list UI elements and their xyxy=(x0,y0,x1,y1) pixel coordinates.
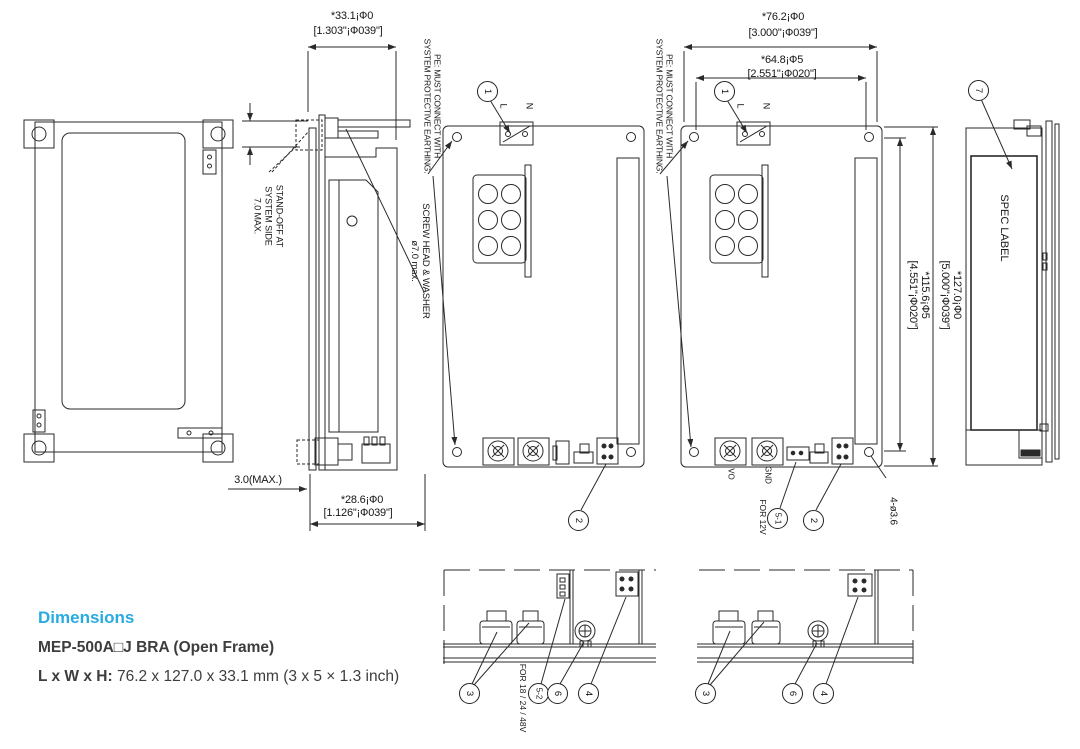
callout-6-detail1: 6 xyxy=(547,683,568,704)
dim-28-in: [1.126"¡Ф039"] xyxy=(323,507,393,519)
callout-2-front1: 2 xyxy=(568,510,589,531)
dim-holes-115 xyxy=(884,137,906,452)
screw-note-line1: SCREW HEAD & WASHER xyxy=(420,203,431,319)
callout-5-1: 5-1 xyxy=(767,508,788,529)
callout-5-2: 5-2 xyxy=(528,683,549,704)
detail-view-2 xyxy=(697,569,914,686)
terminal-l-label-2: L xyxy=(735,103,746,109)
dim-width-76 xyxy=(683,44,878,122)
dim-115-in: [4.551"¡Ф020"] xyxy=(907,260,919,330)
dim-76-mm: *76.2¡Ф0 xyxy=(761,11,805,23)
pe-note-1: PE: MUST CONNECT WITH SYSTEM PROTECTIVE … xyxy=(423,38,443,174)
pe-note-1-line1: PE: MUST CONNECT WITH xyxy=(432,53,443,159)
dim-standoff-7 xyxy=(242,103,310,173)
view-front-1 xyxy=(442,121,645,468)
terminal-l-label-1: L xyxy=(498,103,509,109)
dim-76-in: [3.000"¡Ф039"] xyxy=(748,27,818,39)
callout-3-detail2: 3 xyxy=(695,683,716,704)
dim-33-mm: *33.1¡Ф0 xyxy=(330,10,374,22)
view-front-2 xyxy=(680,121,883,468)
terminal-n-label-1: N xyxy=(524,102,535,110)
screw-note-line2: ø7.0 max. xyxy=(409,240,420,282)
dim-height-127 xyxy=(884,126,938,467)
lwh-label: L x W x H: xyxy=(38,668,113,685)
lwh-line: L x W x H: 76.2 x 127.0 x 33.1 mm (3 x 5… xyxy=(38,668,399,686)
for-18-24-48v-label: FOR 18 / 24 / 48V xyxy=(518,663,528,733)
view-bottom xyxy=(23,119,234,463)
detail-view-1 xyxy=(443,569,656,686)
callout-1-front2: 1 xyxy=(714,81,735,102)
lwh-value: 76.2 x 127.0 x 33.1 mm (3 x 5 × 1.3 inch… xyxy=(116,668,400,685)
callout-2-front2: 2 xyxy=(803,510,824,531)
dim-64-in: [2.551"¡Ф020"] xyxy=(747,68,817,80)
pe-note-2-line1: PE: MUST CONNECT WITH xyxy=(664,53,675,159)
terminal-gnd-label: GND xyxy=(763,466,773,484)
model-name: MEP-500A□J BRA (Open Frame) xyxy=(38,639,275,656)
dim-115-label: *115.6¡Ф5 [4.551"¡Ф020"] xyxy=(907,260,931,329)
callout-7: 7 xyxy=(968,80,989,101)
leader-screw-note xyxy=(345,128,425,293)
pe-note-2: PE: MUST CONNECT WITH SYSTEM PROTECTIVE … xyxy=(655,38,675,174)
dim-127-label: *127.0¡Ф0 [5.000"¡Ф039"] xyxy=(939,260,963,329)
view-side xyxy=(295,114,411,471)
callout-4-detail1: 4 xyxy=(578,683,599,704)
pe-note-1-line2: SYSTEM PROTECTIVE EARTHING. xyxy=(423,38,433,174)
standoff-note-line2: SYSTEM SIDE xyxy=(263,186,274,246)
dim-64-mm: *64.8¡Ф5 xyxy=(760,54,804,66)
dim-33-in: [1.303"¡Ф039"] xyxy=(313,25,383,37)
standoff-note-line3: 7.0 MAX. xyxy=(252,197,263,235)
dim-holes-64 xyxy=(695,75,867,130)
spec-label: SPEC LABEL xyxy=(998,194,1010,262)
standoff-note: STAND-OFF AT SYSTEM SIDE 7.0 MAX. xyxy=(252,185,285,247)
callout-3-detail1: 3 xyxy=(459,683,480,704)
terminal-vo-label: VO xyxy=(726,468,736,480)
dim-127-in: [5.000"¡Ф039"] xyxy=(939,260,951,330)
dim-depth-33 xyxy=(307,44,397,140)
leaders-front-1 xyxy=(427,99,607,511)
section-title: Dimensions xyxy=(38,608,135,627)
pe-note-2-line2: SYSTEM PROTECTIVE EARTHING. xyxy=(655,38,665,174)
dim-depth-28 xyxy=(309,474,426,531)
dim-holes-label: 4-ø3.6 xyxy=(887,497,899,525)
view-right xyxy=(965,98,1060,466)
callout-4-detail2: 4 xyxy=(813,683,834,704)
leaders-front-2 xyxy=(659,99,887,511)
callout-6-detail2: 6 xyxy=(782,683,803,704)
terminal-n-label-2: N xyxy=(761,102,772,110)
dim-127-mm: *127.0¡Ф0 xyxy=(951,270,963,320)
dim-offset-3-label: 3.0(MAX.) xyxy=(234,474,282,486)
callout-1-front1: 1 xyxy=(477,81,498,102)
screw-note: SCREW HEAD & WASHER ø7.0 max. xyxy=(409,203,431,318)
dim-115-mm: *115.6¡Ф5 xyxy=(919,271,931,319)
standoff-note-line1: STAND-OFF AT xyxy=(274,184,285,248)
dim-28-mm: *28.6¡Ф0 xyxy=(340,494,384,506)
